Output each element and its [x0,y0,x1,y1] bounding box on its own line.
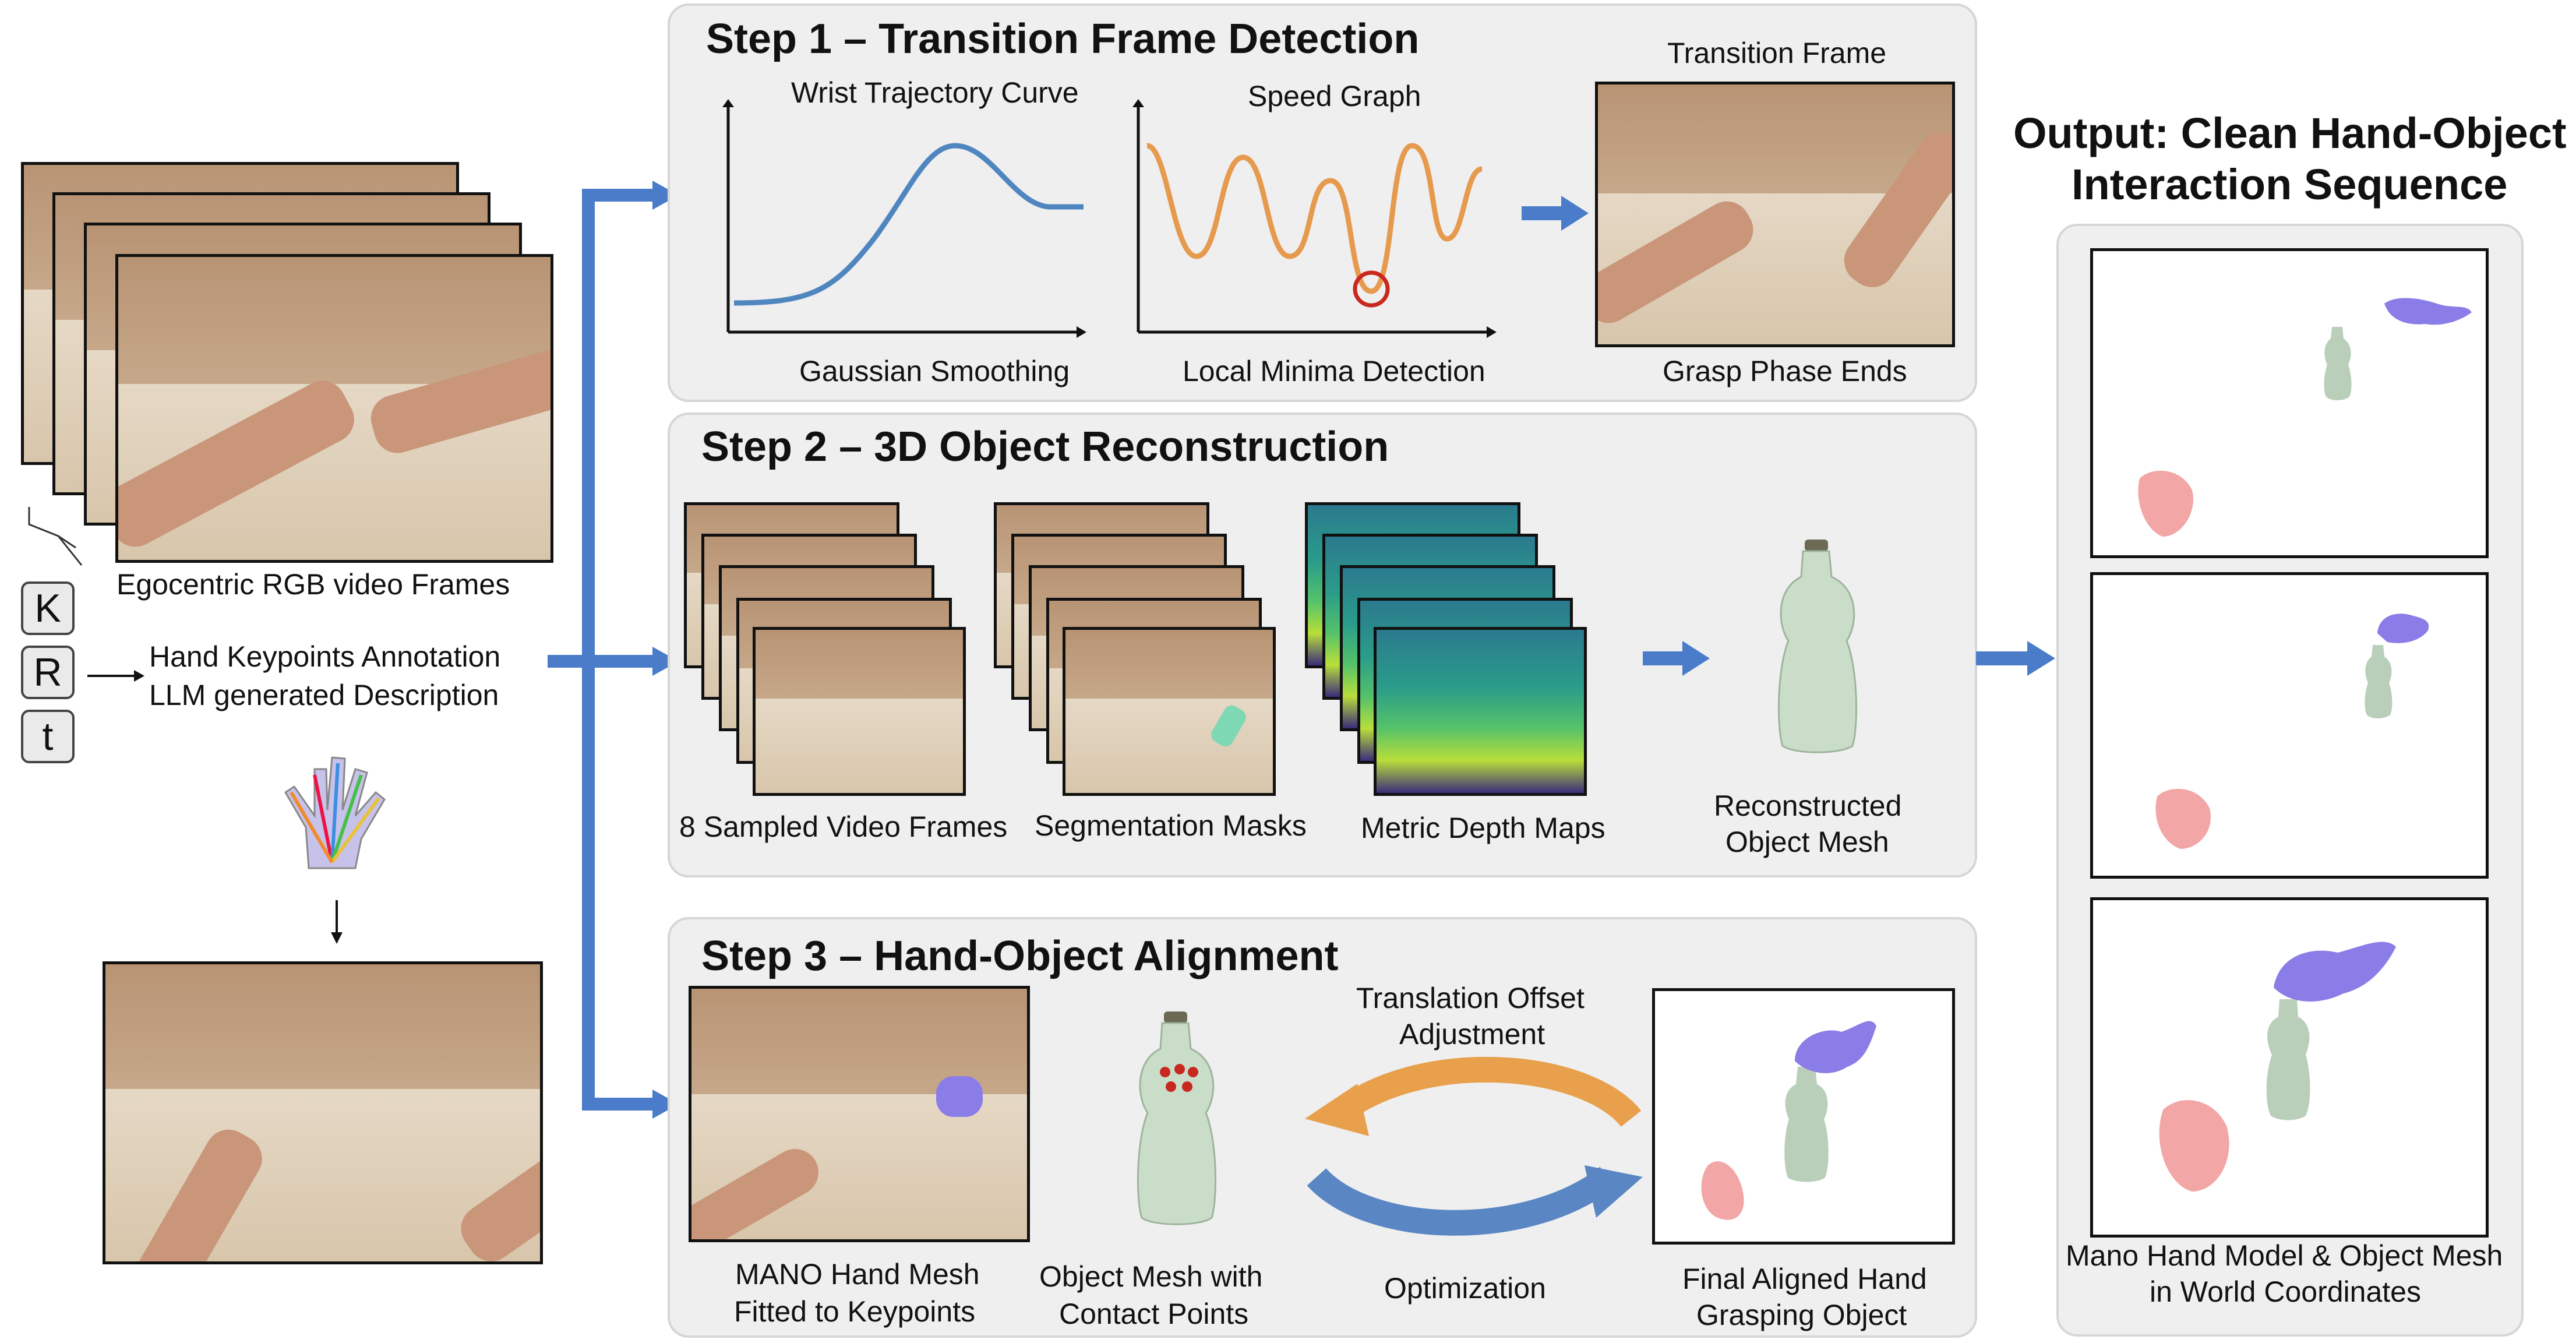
output-frame-1 [2090,248,2489,558]
seg-masks-label: Segmentation Masks [1035,809,1307,842]
frames-caption: Egocentric RGB video Frames [117,568,510,601]
speed-graph-label: Speed Graph [1248,80,1421,112]
key-r: R [21,646,75,699]
down-arrow [331,900,343,944]
final-line1: Final Aligned Hand [1682,1263,1927,1295]
offset-line2: Adjustment [1399,1018,1545,1051]
key-k: K [21,581,75,635]
output-title-line1: Output: Clean Hand-Object [2013,109,2567,157]
contact-point-4 [1166,1081,1176,1092]
output-caption-line2: in World Coordinates [2150,1275,2421,1308]
wrist-trajectory-label: Wrist Trajectory Curve [791,76,1079,109]
mano-hand-frame [689,986,1030,1242]
hand-skeleton-icon [284,756,386,869]
reconstructed-mesh-line2: Object Mesh [1725,826,1889,858]
local-minima-marker [1353,270,1390,308]
contact-bottle-icon [1137,1011,1217,1225]
sampled-frame-5 [753,627,966,796]
mano-line2: Fitted to Keypoints [734,1295,976,1328]
branch-arrows [548,181,679,1119]
depth-maps-label: Metric Depth Maps [1361,812,1605,844]
output-title-line2: Interaction Sequence [2072,160,2508,209]
step1-arrow [1522,196,1589,231]
keypoint-overlay-frame [103,961,543,1264]
cycle-arrows [1305,1056,1643,1236]
annotation-line1: Hand Keypoints Annotation [149,640,501,673]
transition-frame-label: Transition Frame [1667,37,1887,69]
transition-frame-image [1595,82,1955,347]
contact-line1: Object Mesh with [1039,1260,1263,1293]
mano-line1: MANO Hand Mesh [735,1258,980,1291]
video-frame-front [115,254,553,563]
offset-line1: Translation Offset [1356,982,1585,1014]
step2-title: Step 2 – 3D Object Reconstruction [701,424,1389,470]
mano-hand-mesh [936,1076,983,1117]
reconstructed-mesh-line1: Reconstructed [1714,789,1902,822]
local-minima-label: Local Minima Detection [1183,355,1485,387]
contact-line2: Contact Points [1059,1298,1249,1330]
contact-point-3 [1188,1067,1198,1077]
final-aligned-box [1652,988,1955,1245]
output-frame-2 [2090,572,2489,879]
gaussian-smoothing-label: Gaussian Smoothing [799,355,1070,387]
contact-point-5 [1182,1081,1192,1092]
reconstructed-bottle-icon [1777,540,1858,753]
grasp-phase-label: Grasp Phase Ends [1663,355,1907,387]
annotation-arrow [87,670,144,682]
optimization-label: Optimization [1384,1272,1546,1305]
depth-map-5 [1374,627,1587,796]
final-line2: Grasping Object [1696,1299,1907,1331]
output-caption-line1: Mano Hand Model & Object Mesh [2066,1239,2503,1272]
final-aligned-scene [1701,1021,1876,1220]
wrist-trajectory-chart [722,99,1086,338]
contact-point-2 [1174,1064,1185,1074]
output-scene-2 [2155,614,2429,849]
sampled-frames-label: 8 Sampled Video Frames [679,810,1008,843]
step1-title: Step 1 – Transition Frame Detection [706,16,1420,62]
output-scene-1 [2138,298,2472,537]
bracket-lines [28,507,83,566]
contact-point-1 [1160,1067,1170,1077]
step2-arrow [1643,641,1710,676]
output-arrow [1976,641,2055,676]
seg-frame-5 [1063,627,1276,796]
annotation-line2: LLM generated Description [149,679,499,711]
step3-title: Step 3 – Hand-Object Alignment [701,933,1339,979]
output-frame-3 [2090,897,2489,1238]
speed-graph-chart [1132,99,1497,338]
output-scene-3 [2159,942,2396,1192]
key-t: t [21,710,75,763]
